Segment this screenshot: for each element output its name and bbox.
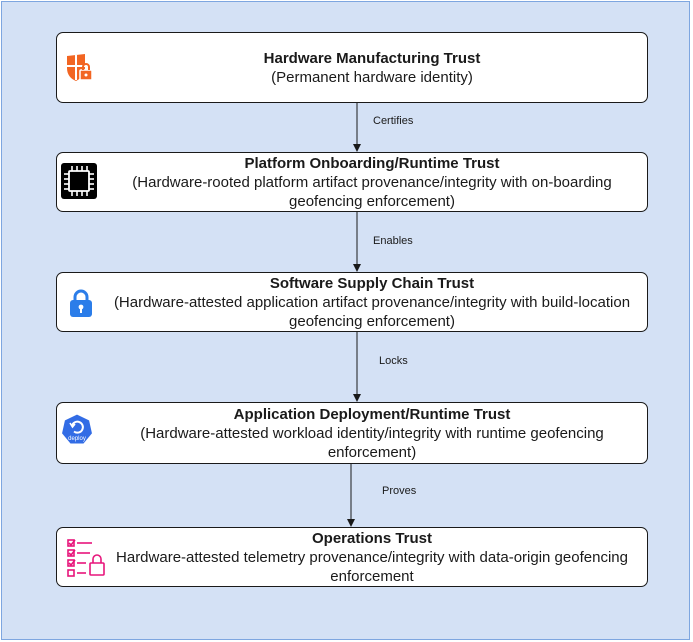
box-description: (Hardware-attested application artifact … [113,293,631,330]
checklist-lock-icon [67,539,105,577]
box-operations-trust: Operations Trust Hardware-attested telem… [56,527,648,587]
box-title: Application Deployment/Runtime Trust [233,405,511,423]
box-software-supply-chain-trust: Software Supply Chain Trust (Hardware-at… [56,272,648,332]
box-platform-onboarding-runtime-trust: Platform Onboarding/Runtime Trust (Hardw… [56,152,648,212]
box-hardware-manufacturing-trust: Hardware Manufacturing Trust (Permanent … [56,32,648,103]
box-description: (Hardware-rooted platform artifact prove… [132,173,612,210]
padlock-icon [70,289,92,317]
box-title: Operations Trust [311,529,433,547]
edge-label-proves: Proves [382,485,417,498]
shield-lock-icon [67,54,93,81]
box-description: Hardware-attested telemetry provenance/i… [116,548,628,585]
kubernetes-deploy-icon: deploy [61,413,93,445]
box-description: (Permanent hardware identity) [271,68,473,86]
box-title: Software Supply Chain Trust [269,274,475,292]
cpu-chip-icon [61,163,97,199]
edge-label-certifies: Certifies [373,115,414,128]
edge-label-locks: Locks [379,355,408,368]
deploy-icon-text: deploy [68,436,86,442]
box-description: (Hardware-attested workload identity/int… [140,424,604,461]
edge-label-enables: Enables [373,235,413,248]
box-title: Hardware Manufacturing Trust [263,49,481,67]
box-title: Platform Onboarding/Runtime Trust [244,154,500,172]
box-application-deployment-runtime-trust: deploy Application Deployment/Runtime Tr… [56,402,648,464]
